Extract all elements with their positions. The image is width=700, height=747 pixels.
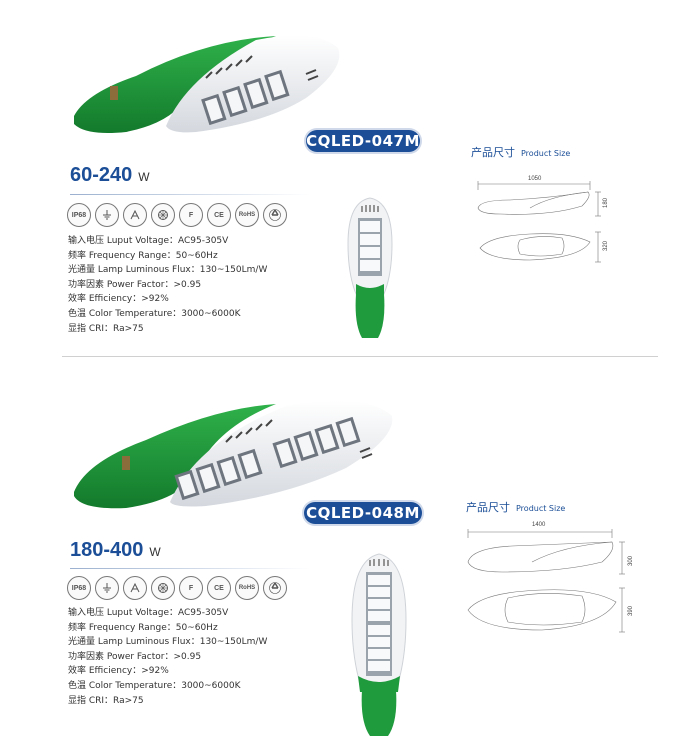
spec-frequency: 频率 Frequency Range：50~60Hz <box>68 622 218 633</box>
ground-icon <box>95 576 119 600</box>
spec-list: 输入电压 Luput Voltage：AC95-305V 频率 Frequenc… <box>68 606 267 708</box>
spec-efficiency: 效率 Efficiency：>92% <box>68 666 169 677</box>
certification-icons: IP68 F CE RoHS <box>67 203 287 227</box>
spec-power-factor: 功率因素 Power Factor：>0.95 <box>68 279 202 290</box>
rohs-icon: RoHS <box>235 203 259 227</box>
dim-length-label: 1400 <box>532 522 546 528</box>
lamp-side-view-image <box>74 35 340 133</box>
ip68-icon: IP68 <box>67 203 91 227</box>
spec-color-temperature: 色温 Color Temperature：3000~6000K <box>68 680 241 691</box>
spec-cri: 显指 CRI：Ra>75 <box>68 695 144 706</box>
f-mark-icon: F <box>179 576 203 600</box>
spec-input-voltage: 输入电压 Luput Voltage：AC95-305V <box>68 608 229 618</box>
power-value: 60-240 <box>70 164 133 186</box>
power-unit: W <box>149 545 161 559</box>
grid-icon <box>151 576 175 600</box>
model-badge: CQLED-048M <box>304 502 422 524</box>
spec-luminous-flux: 光通量 Lamp Luminous Flux：130~150Lm/W <box>68 637 268 648</box>
dimension-drawing <box>477 181 601 263</box>
power-underline <box>70 568 310 569</box>
power-underline <box>70 194 310 195</box>
ground-icon <box>95 203 119 227</box>
spec-input-voltage: 输入电压 Luput Voltage：AC95-305V <box>68 236 229 246</box>
ce-icon: CE <box>207 203 231 227</box>
power-unit: W <box>138 170 150 184</box>
size-title-cn: 产品尺寸 <box>471 146 515 159</box>
recycle-icon <box>263 576 287 600</box>
size-title-en: Product Size <box>521 149 571 158</box>
product-section-1: CQLED-047M 60-240 W IP68 F CE RoHS 输入电压 L… <box>0 0 700 355</box>
spec-frequency: 频率 Frequency Range：50~60Hz <box>68 250 218 261</box>
ce-icon: CE <box>207 576 231 600</box>
f-mark-icon: F <box>179 203 203 227</box>
energy-icon <box>123 576 147 600</box>
model-badge: CQLED-047M <box>306 130 420 152</box>
spec-power-factor: 功率因素 Power Factor：>0.95 <box>68 651 202 662</box>
size-title-en: Product Size <box>516 504 566 513</box>
rohs-icon: RoHS <box>235 576 259 600</box>
power-rating: 180-400 W <box>70 539 161 562</box>
spec-luminous-flux: 光通量 Lamp Luminous Flux：130~150Lm/W <box>68 265 268 276</box>
section-divider <box>62 356 658 357</box>
dim-width-label: 320 <box>603 240 610 252</box>
product-size-title: 产品尺寸 Product Size <box>471 144 570 160</box>
power-rating: 60-240 W <box>70 164 150 187</box>
certification-icons: IP68 F CE RoHS <box>67 576 287 600</box>
power-value: 180-400 <box>70 539 144 561</box>
recycle-icon <box>263 203 287 227</box>
spec-list: 输入电压 Luput Voltage：AC95-305V 频率 Frequenc… <box>68 234 267 336</box>
dim-width-label: 390 <box>628 605 635 617</box>
grid-icon <box>151 203 175 227</box>
dim-length-label: 1050 <box>528 176 542 182</box>
lamp-bottom-view-image <box>351 553 407 736</box>
size-title-cn: 产品尺寸 <box>466 501 510 514</box>
product-size-title: 产品尺寸 Product Size <box>466 499 565 515</box>
dimension-drawing <box>467 529 625 633</box>
product-section-2: CQLED-048M 180-400 W IP68 F CE RoHS 输入电压 … <box>0 362 700 747</box>
lamp-side-view-image <box>74 400 393 509</box>
ip68-icon: IP68 <box>67 576 91 600</box>
energy-icon <box>123 203 147 227</box>
spec-cri: 显指 CRI：Ra>75 <box>68 323 144 334</box>
spec-color-temperature: 色温 Color Temperature：3000~6000K <box>68 308 241 319</box>
lamp-bottom-view-image <box>347 197 393 338</box>
dim-height-label: 300 <box>628 555 635 567</box>
dim-height-label: 180 <box>603 197 610 209</box>
spec-efficiency: 效率 Efficiency：>92% <box>68 294 169 305</box>
